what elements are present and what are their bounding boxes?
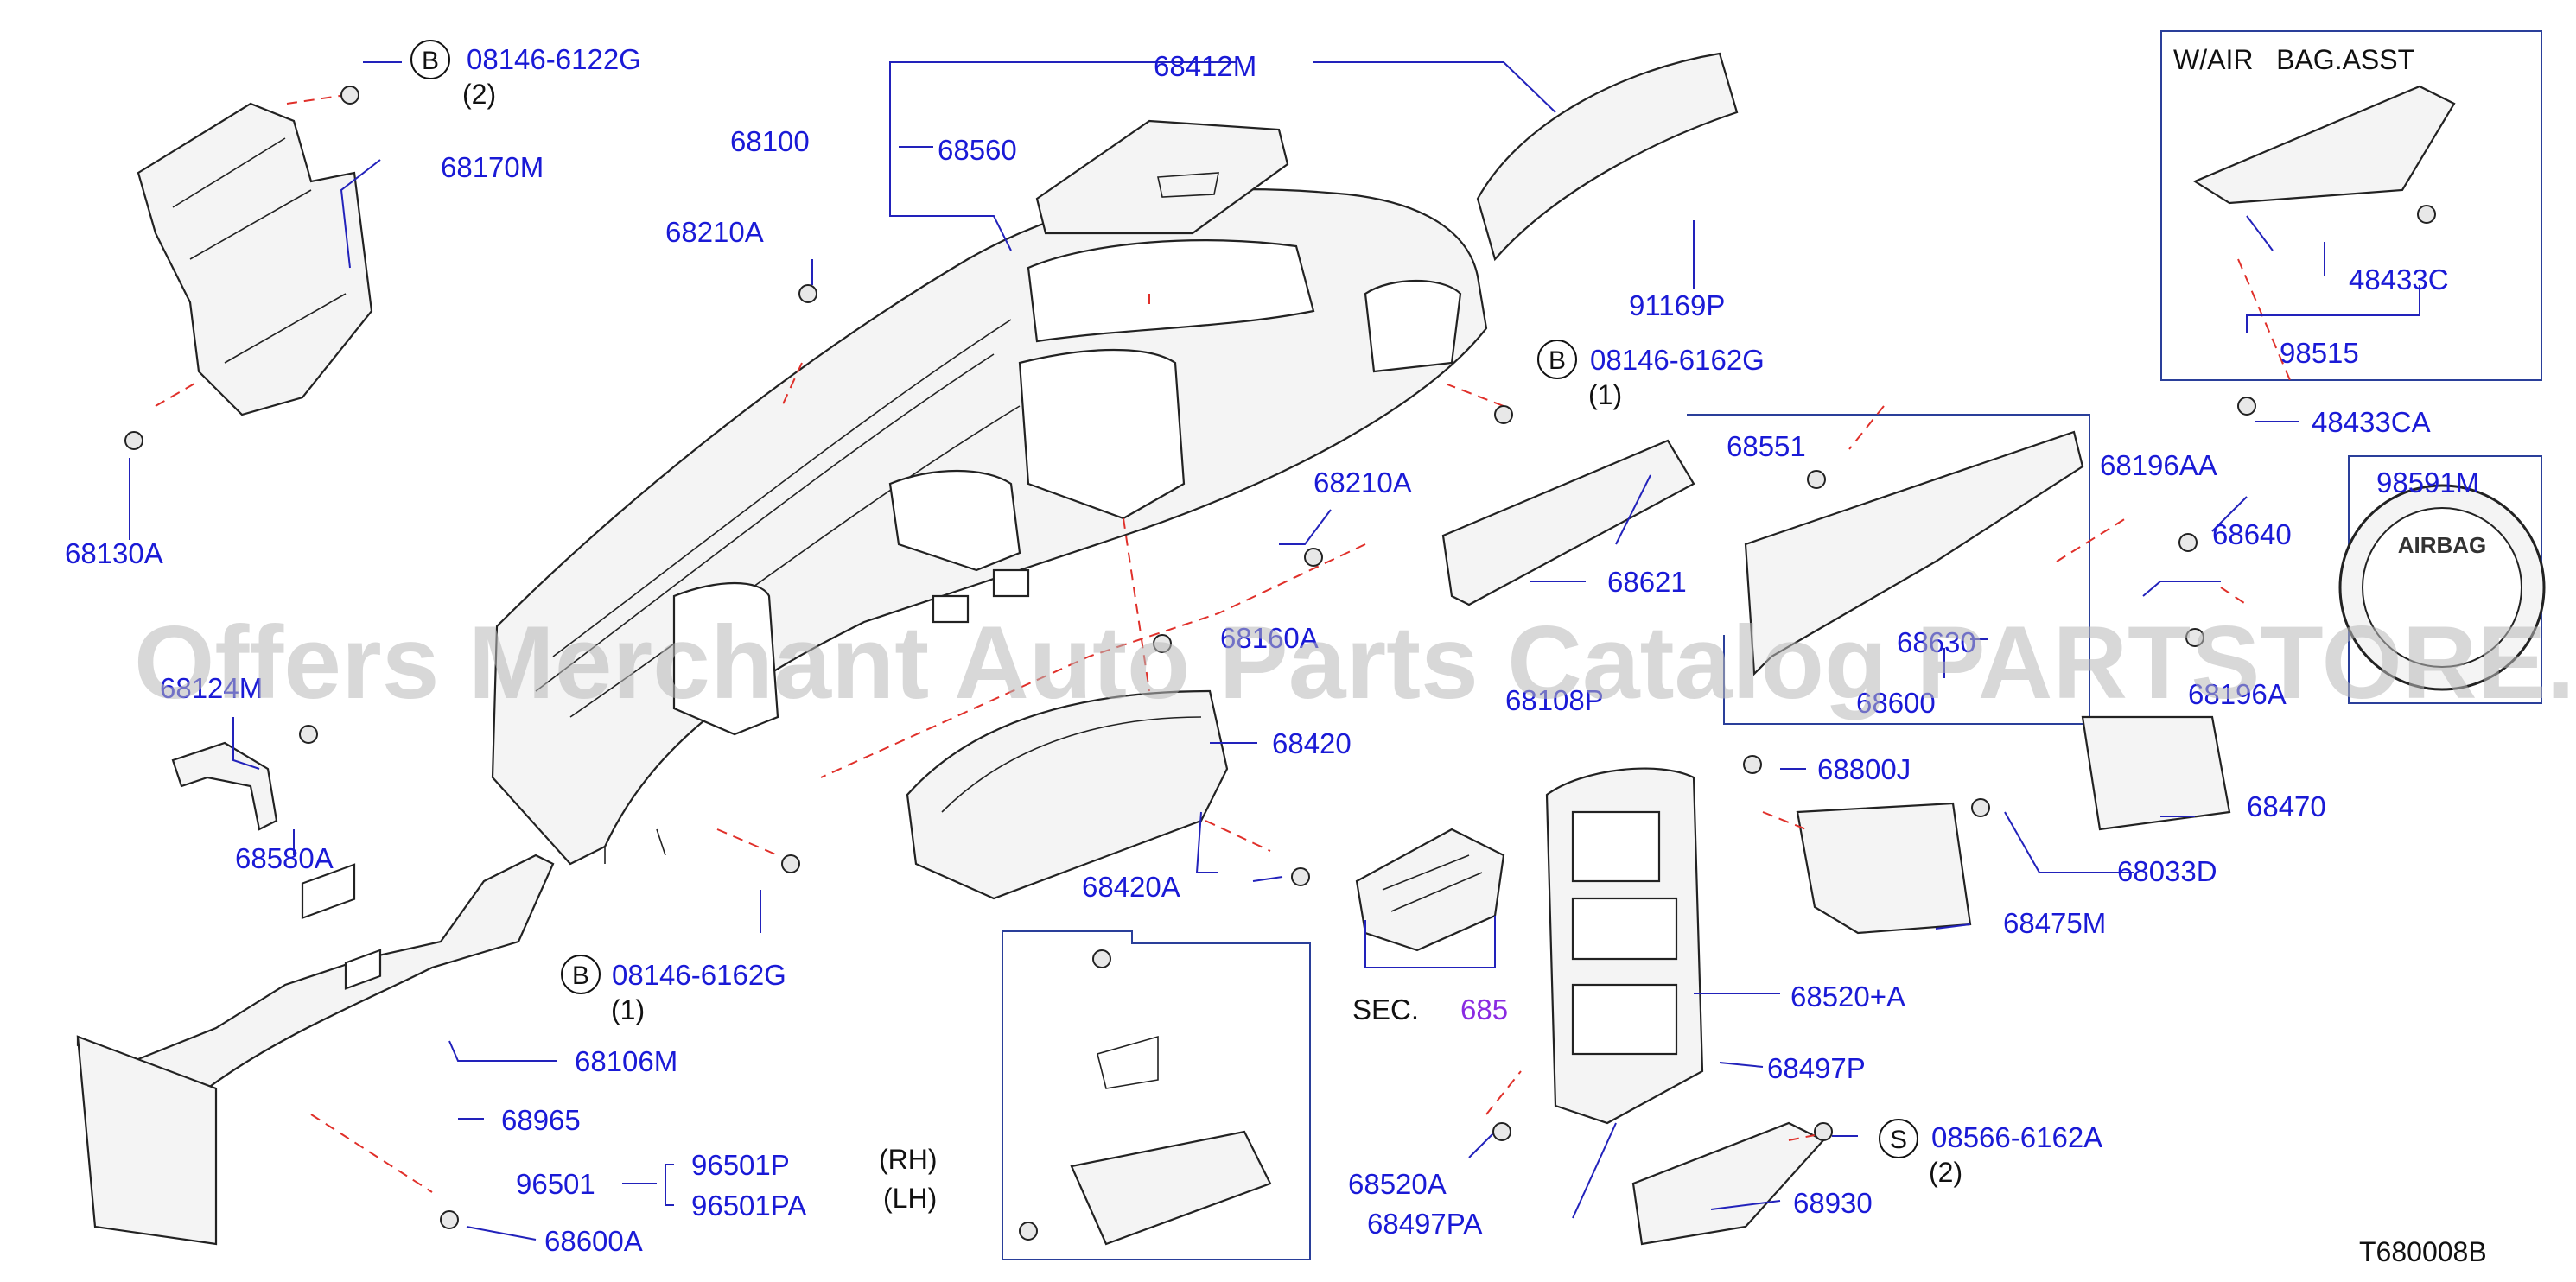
air-bag-assy-drawing (2192, 85, 2456, 205)
label-91169P: 91169P (1629, 289, 1725, 321)
lower-panel-drawing (76, 854, 555, 1090)
lid-inset-drawing (1070, 1130, 1272, 1246)
label-68196AA: 68196AA (2100, 449, 2217, 481)
marker-b-3-text: B (572, 962, 589, 990)
label-68475M: 68475M (2003, 907, 2106, 939)
screw-icons (124, 86, 2436, 1241)
label-68497P: 68497P (1767, 1052, 1866, 1084)
glovebox-lid-drawing (1441, 439, 1695, 606)
marker-b-3 (561, 955, 601, 994)
top-trim-drawing (1476, 52, 1739, 262)
qty-1-b: (1) (611, 994, 645, 1025)
label-68630: 68630 (1897, 626, 1976, 658)
label-68108P: 68108P (1505, 684, 1604, 716)
marker-b-1-text: B (422, 47, 439, 75)
label-68800J: 68800J (1817, 753, 1911, 785)
label-96501PA: 96501PA (691, 1190, 806, 1222)
label-sec-prefix: SEC. (1352, 993, 1419, 1025)
label-68106M: 68106M (575, 1045, 677, 1077)
label-48433C: 48433C (2349, 263, 2449, 295)
airbag-emblem-text: AIRBAG (2398, 532, 2487, 558)
label-68600: 68600 (1856, 687, 1936, 719)
label-68124M: 68124M (160, 672, 263, 704)
label-68412M: 68412M (1154, 50, 1256, 82)
label-08146-6162G-2: 08146-6162G (612, 959, 786, 991)
label-68580A: 68580A (235, 842, 334, 874)
pocket-drawing (1631, 1121, 1825, 1246)
label-08146-6122G: 08146-6122G (467, 43, 641, 75)
label-68520A: 68520A (1348, 1168, 1447, 1200)
label-68560: 68560 (938, 134, 1017, 166)
qty-2-a: (2) (462, 79, 496, 110)
label-rh: (RH) (879, 1144, 938, 1175)
marker-s (1879, 1119, 1918, 1158)
lid-inset-frame (1002, 930, 1311, 1260)
label-68520plusA: 68520+A (1790, 981, 1905, 1012)
dashboard-panel-drawing (491, 188, 1488, 866)
label-68196A: 68196A (2188, 678, 2287, 710)
watermark: Offers Merchant Auto Parts Catalog PARTS… (134, 605, 2576, 720)
label-68170M: 68170M (441, 151, 544, 183)
label-air-bag-assy: W/AIR BAG.ASST (2173, 44, 2414, 75)
glovebox-drawing (1744, 430, 2084, 676)
label-68551: 68551 (1727, 430, 1806, 462)
label-98515: 98515 (2280, 337, 2359, 369)
marker-b-2 (1537, 340, 1577, 379)
label-68420: 68420 (1272, 727, 1352, 759)
diagram-code: T680008B (2359, 1236, 2487, 1267)
label-68600A: 68600A (544, 1225, 643, 1257)
label-68033D: 68033D (2117, 855, 2217, 887)
marker-b-1 (410, 40, 450, 79)
label-68470: 68470 (2247, 790, 2326, 822)
label-08146-6162G-1: 08146-6162G (1590, 344, 1765, 376)
qty-2-b: (2) (1929, 1157, 1962, 1188)
label-96501: 96501 (516, 1168, 595, 1200)
label-68210A-1: 68210A (665, 216, 764, 248)
label-96501P: 96501P (691, 1149, 790, 1181)
ashtray-drawing (1796, 802, 1972, 935)
label-68640: 68640 (2212, 518, 2292, 550)
qty-1-a: (1) (1588, 379, 1622, 410)
air-bag-assy-frame (2160, 30, 2542, 381)
label-08566-6162A: 08566-6162A (1931, 1121, 2102, 1153)
label-68160A: 68160A (1220, 622, 1319, 654)
label-lh: (LH) (883, 1183, 937, 1214)
label-68130A: 68130A (65, 537, 163, 569)
label-68497PA: 68497PA (1367, 1208, 1482, 1240)
meter-hood-drawing (906, 689, 1229, 900)
label-sec-685[interactable]: 685 (1460, 993, 1508, 1025)
label-68210A-2: 68210A (1313, 466, 1412, 498)
ashtray-bracket-drawing (2081, 715, 2231, 831)
label-68930: 68930 (1793, 1187, 1873, 1219)
label-68965: 68965 (501, 1104, 581, 1136)
label-68621: 68621 (1607, 566, 1687, 598)
left-bracket-drawing (137, 102, 373, 416)
label-68100: 68100 (730, 125, 810, 157)
marker-s-text: S (1890, 1126, 1907, 1154)
label-68420A: 68420A (1082, 871, 1180, 903)
small-bracket-drawing (171, 741, 278, 831)
label-98591M: 98591M (2376, 466, 2479, 498)
vent-grilles-drawing (1355, 828, 1505, 952)
marker-b-2-text: B (1549, 346, 1566, 375)
label-48433CA: 48433CA (2312, 406, 2431, 438)
